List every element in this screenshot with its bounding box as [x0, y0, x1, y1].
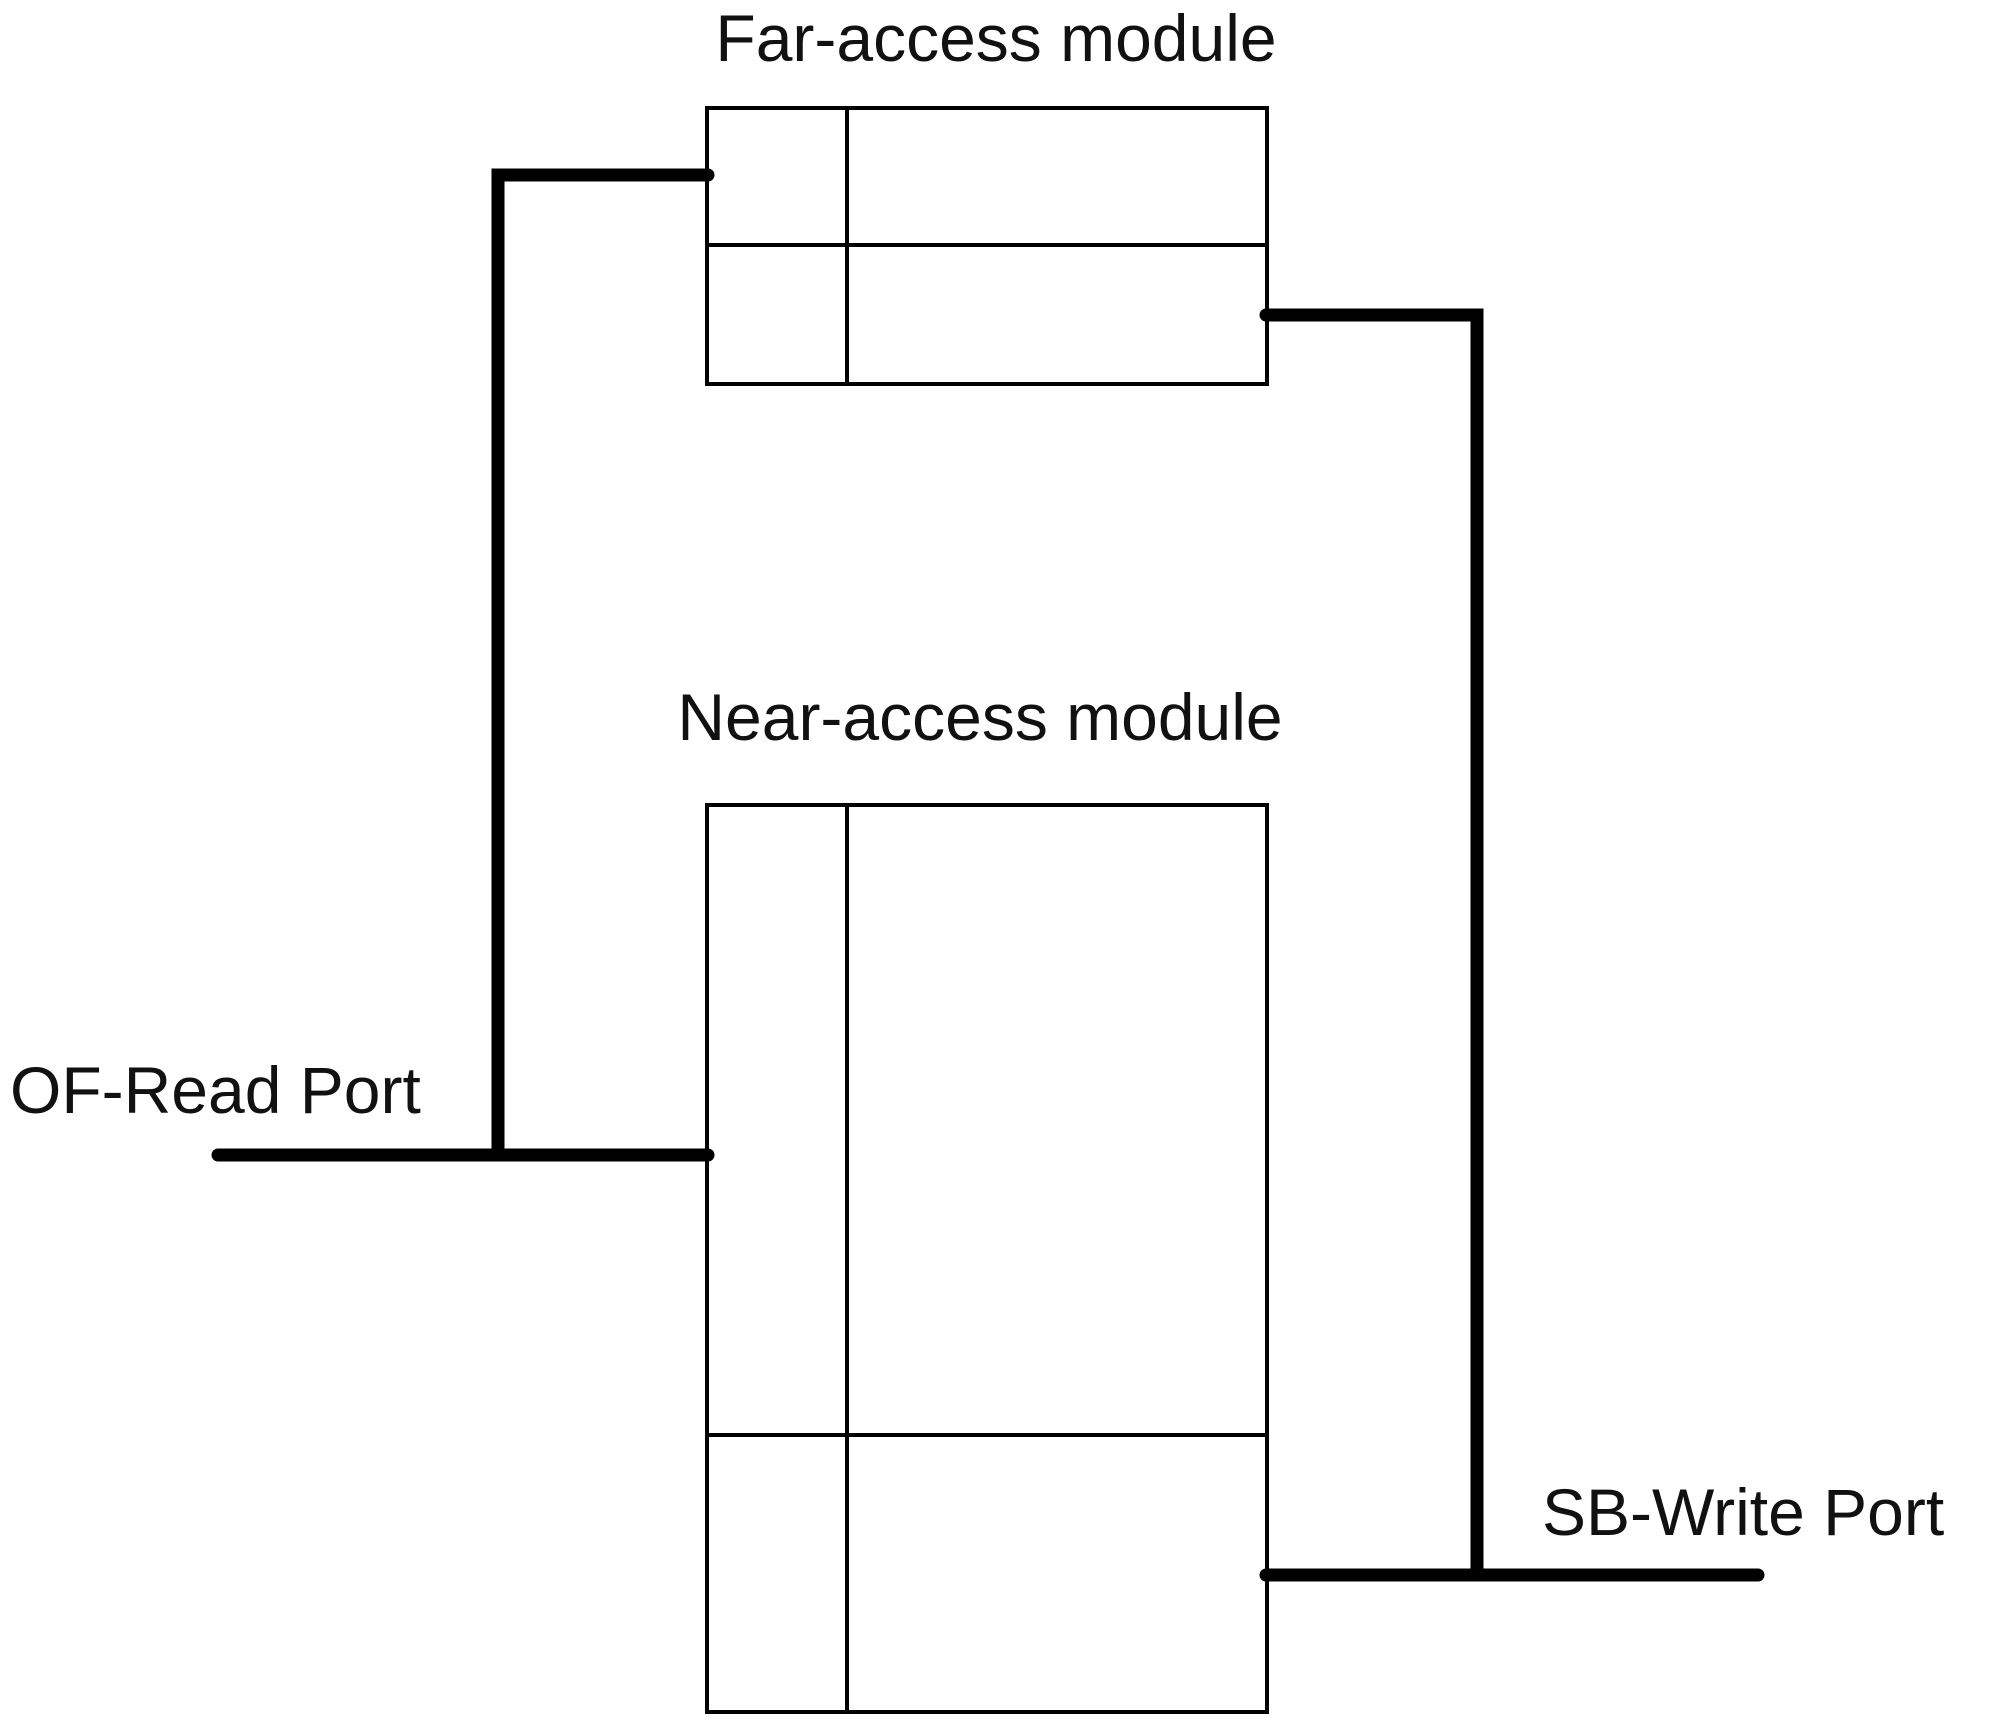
near-access-module-title: Near-access module [677, 680, 1282, 754]
far-access-module [705, 106, 1269, 386]
near-module-outline [705, 803, 1269, 1714]
read-port-wiring [211, 168, 715, 1162]
far-access-module-title: Far-access module [715, 1, 1276, 75]
write-port-to-far-module-wire [1259, 308, 1484, 1582]
write-port-wiring [1259, 308, 1765, 1582]
write-port-label: SB-Write Port [1542, 1475, 1944, 1549]
read-port-to-far-module-wire [491, 168, 715, 1162]
read-port-label: OF-Read Port [10, 1053, 421, 1127]
near-access-module [705, 803, 1269, 1714]
